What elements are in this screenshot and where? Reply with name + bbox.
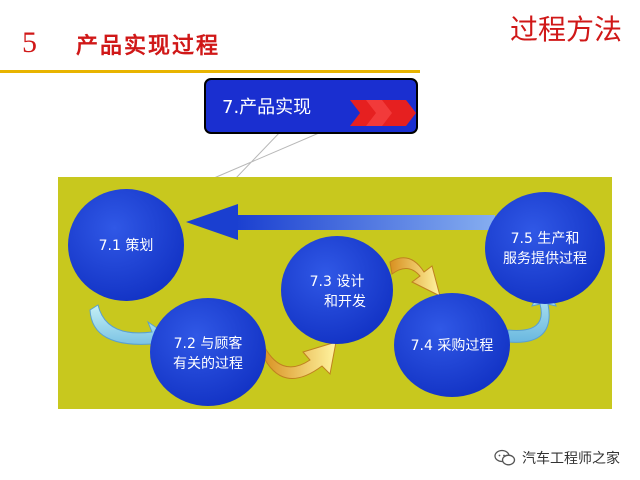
node-7-2: 7.2 与顾客 有关的过程: [150, 298, 266, 406]
node-7-3-label-line2: 和开发: [324, 294, 366, 310]
node-7-3: 7.3 设计 和开发: [281, 236, 393, 344]
section-title: 产品实现过程: [76, 34, 221, 59]
red-arrows-icon: [350, 100, 416, 126]
node-7-4: 7.4 采购过程: [394, 293, 510, 397]
arrow-72-73: [261, 341, 337, 379]
node-7-1-label: 7.1 策划: [99, 237, 154, 254]
top-box-label: 7.产品实现: [222, 97, 311, 118]
chat-bubbles-icon: [494, 449, 516, 466]
title-underline: [0, 70, 420, 73]
node-7-2-label-line1: 7.2 与顾客: [174, 335, 243, 352]
node-7-5: 7.5 生产和 服务提供过程: [485, 192, 605, 304]
node-7-5-label-line1: 7.5 生产和: [511, 231, 580, 247]
node-7-3-label-line1: 7.3 设计: [310, 274, 365, 290]
arrow-73-74: [389, 257, 441, 297]
watermark-text: 汽车工程师之家: [522, 451, 620, 467]
section-number: 5: [22, 26, 37, 59]
watermark: 汽车工程师之家: [494, 448, 620, 468]
node-7-4-label: 7.4 采购过程: [411, 338, 494, 354]
node-7-2-label-line2: 有关的过程: [173, 356, 243, 372]
callout-pointer: [213, 129, 327, 179]
node-7-1: 7.1 策划: [68, 189, 184, 301]
return-arrow: [186, 204, 495, 240]
process-method-heading: 过程方法: [509, 13, 622, 46]
node-7-5-label-line2: 服务提供过程: [503, 251, 587, 267]
